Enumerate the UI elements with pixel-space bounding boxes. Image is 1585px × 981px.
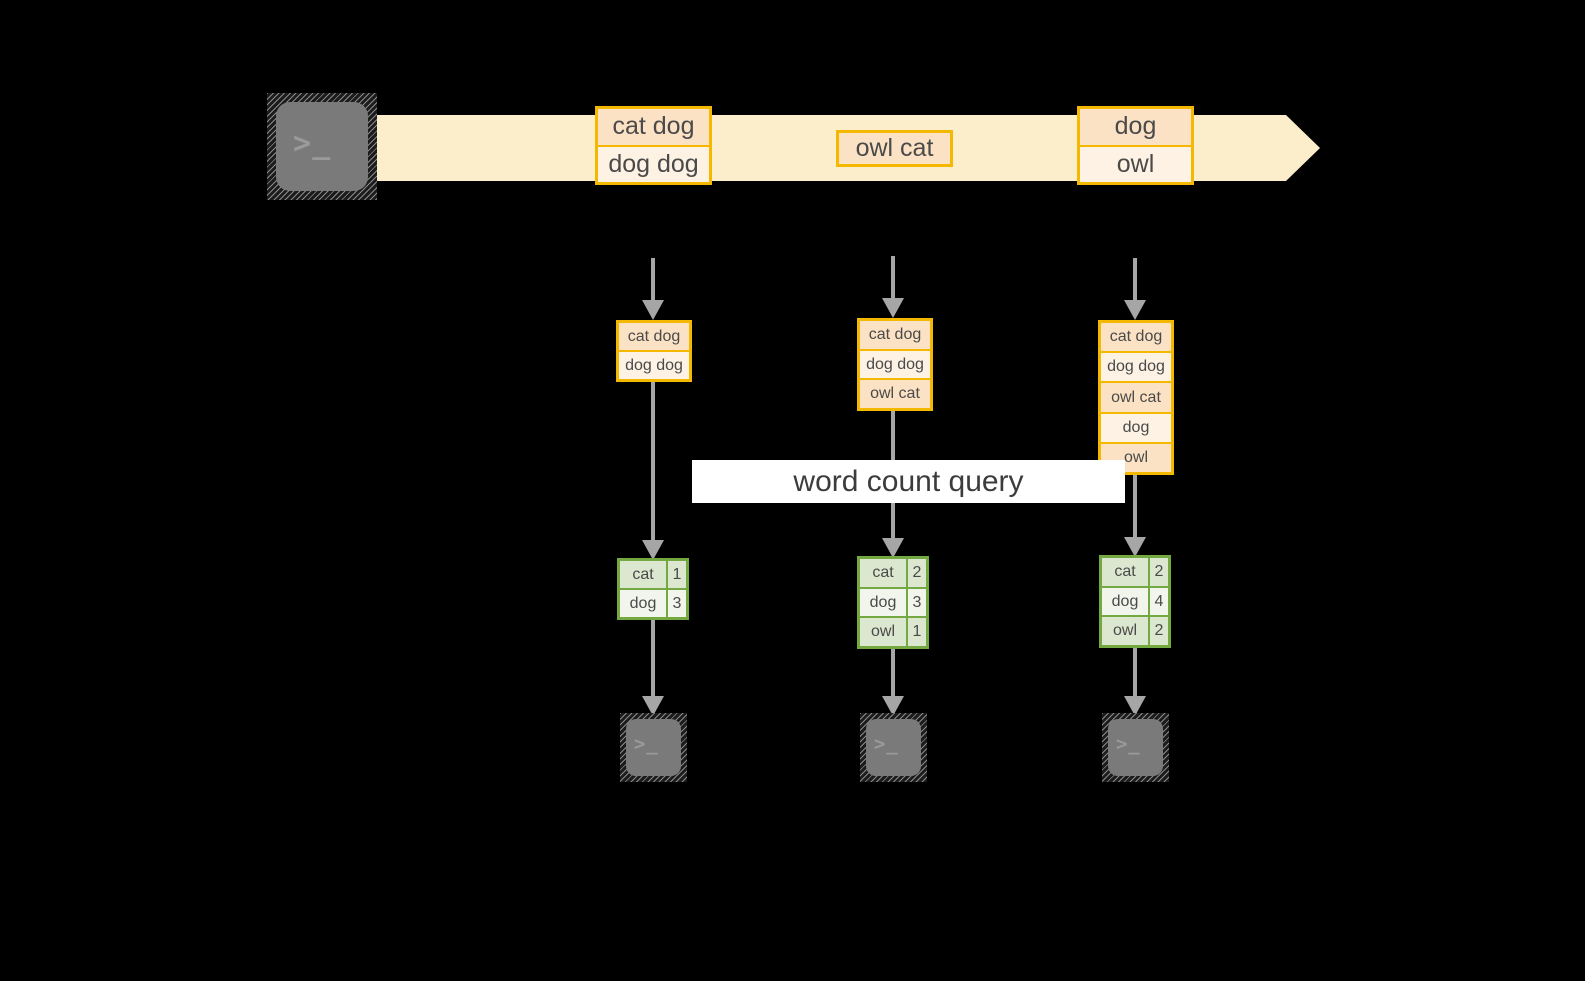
connector-line bbox=[651, 258, 655, 300]
query-connector bbox=[641, 382, 665, 560]
snapshot-input-line: cat dog bbox=[619, 323, 689, 350]
connector-line bbox=[1133, 648, 1137, 696]
snapshot-input-line: owl cat bbox=[1101, 381, 1171, 412]
result-key: cat bbox=[620, 561, 666, 588]
word-count-result-table[interactable]: cat 1 dog 3 bbox=[617, 558, 689, 620]
snapshot-input-line: owl cat bbox=[860, 378, 930, 408]
word-count-result-table[interactable]: cat 2 dog 4 owl 2 bbox=[1099, 555, 1171, 648]
terminal-prompt-glyph: >_ bbox=[634, 733, 659, 755]
result-key: cat bbox=[860, 559, 906, 587]
snapshot-tap-connector bbox=[641, 258, 665, 320]
sink-terminal-icon[interactable]: >_ bbox=[1102, 713, 1169, 782]
table-row: cat 2 bbox=[860, 559, 926, 587]
stream-record-line: owl cat bbox=[839, 133, 950, 164]
table-row: cat 2 bbox=[1102, 558, 1168, 586]
result-key: dog bbox=[620, 590, 666, 617]
connector-line bbox=[1133, 258, 1137, 300]
result-value: 2 bbox=[906, 559, 926, 587]
result-output-connector bbox=[1123, 648, 1147, 716]
stream-record-line: cat dog bbox=[598, 109, 709, 145]
connector-line bbox=[891, 256, 895, 298]
sink-terminal-icon[interactable]: >_ bbox=[620, 713, 687, 782]
snapshot-input-line: cat dog bbox=[860, 321, 930, 349]
connector-line bbox=[1133, 475, 1137, 537]
snapshot-tap-connector bbox=[881, 256, 905, 318]
connector-arrowhead bbox=[642, 300, 664, 320]
snapshot-input-line: dog dog bbox=[1101, 351, 1171, 382]
result-value: 4 bbox=[1148, 587, 1168, 616]
result-key: owl bbox=[860, 618, 906, 646]
connector-arrowhead bbox=[882, 298, 904, 318]
connector-line bbox=[651, 382, 655, 540]
snapshot-input-box[interactable]: cat dog dog dog owl cat dog owl bbox=[1098, 320, 1174, 475]
table-row: dog 3 bbox=[860, 586, 926, 617]
terminal-prompt-glyph: >_ bbox=[874, 733, 899, 755]
snapshot-input-line: cat dog bbox=[1101, 323, 1171, 352]
connector-arrowhead bbox=[1124, 300, 1146, 320]
table-row: dog 3 bbox=[620, 588, 686, 617]
connector-arrowhead bbox=[882, 696, 904, 716]
table-row: owl 1 bbox=[860, 616, 926, 646]
connector-arrowhead bbox=[1124, 696, 1146, 716]
stream-arrow-head bbox=[1286, 115, 1320, 181]
connector-arrowhead bbox=[882, 538, 904, 558]
query-connector bbox=[1123, 475, 1147, 557]
result-value: 3 bbox=[906, 588, 926, 617]
terminal-body bbox=[1108, 719, 1163, 776]
connector-arrowhead bbox=[642, 696, 664, 716]
terminal-body bbox=[276, 102, 368, 191]
stream-record-box[interactable]: owl cat bbox=[836, 130, 953, 167]
terminal-prompt-glyph: >_ bbox=[293, 126, 332, 161]
table-row: owl 2 bbox=[1102, 615, 1168, 645]
snapshot-input-line: dog dog bbox=[860, 348, 930, 379]
terminal-body bbox=[626, 719, 681, 776]
connector-arrowhead bbox=[1124, 537, 1146, 557]
source-terminal-icon[interactable]: >_ bbox=[267, 93, 377, 200]
word-count-result-table[interactable]: cat 2 dog 3 owl 1 bbox=[857, 556, 929, 649]
result-value: 2 bbox=[1148, 617, 1168, 645]
result-output-connector bbox=[641, 620, 665, 716]
result-value: 2 bbox=[1148, 558, 1168, 586]
result-key: cat bbox=[1102, 558, 1148, 586]
result-value: 3 bbox=[666, 590, 686, 617]
result-value: 1 bbox=[666, 561, 686, 588]
connector-line bbox=[651, 620, 655, 696]
snapshot-input-box[interactable]: cat dog dog dog owl cat bbox=[857, 318, 933, 411]
stream-record-line: owl bbox=[1080, 144, 1191, 182]
table-row: dog 4 bbox=[1102, 585, 1168, 616]
stream-record-line: dog bbox=[1080, 109, 1191, 145]
snapshot-input-box[interactable]: cat dog dog dog bbox=[616, 320, 692, 382]
result-value: 1 bbox=[906, 618, 926, 646]
sink-terminal-icon[interactable]: >_ bbox=[860, 713, 927, 782]
snapshot-input-line: dog bbox=[1101, 411, 1171, 442]
query-label: word count query bbox=[692, 460, 1125, 503]
result-key: dog bbox=[860, 588, 906, 617]
terminal-prompt-glyph: >_ bbox=[1116, 733, 1141, 755]
stream-record-line: dog dog bbox=[598, 144, 709, 182]
result-key: owl bbox=[1102, 617, 1148, 645]
stream-record-box[interactable]: dog owl bbox=[1077, 106, 1194, 185]
terminal-body bbox=[866, 719, 921, 776]
result-key: dog bbox=[1102, 587, 1148, 616]
snapshot-tap-connector bbox=[1123, 258, 1147, 320]
stream-record-box[interactable]: cat dog dog dog bbox=[595, 106, 712, 185]
table-row: cat 1 bbox=[620, 561, 686, 588]
connector-arrowhead bbox=[642, 540, 664, 560]
snapshot-input-line: dog dog bbox=[619, 350, 689, 379]
connector-line bbox=[891, 649, 895, 696]
result-output-connector bbox=[881, 649, 905, 716]
